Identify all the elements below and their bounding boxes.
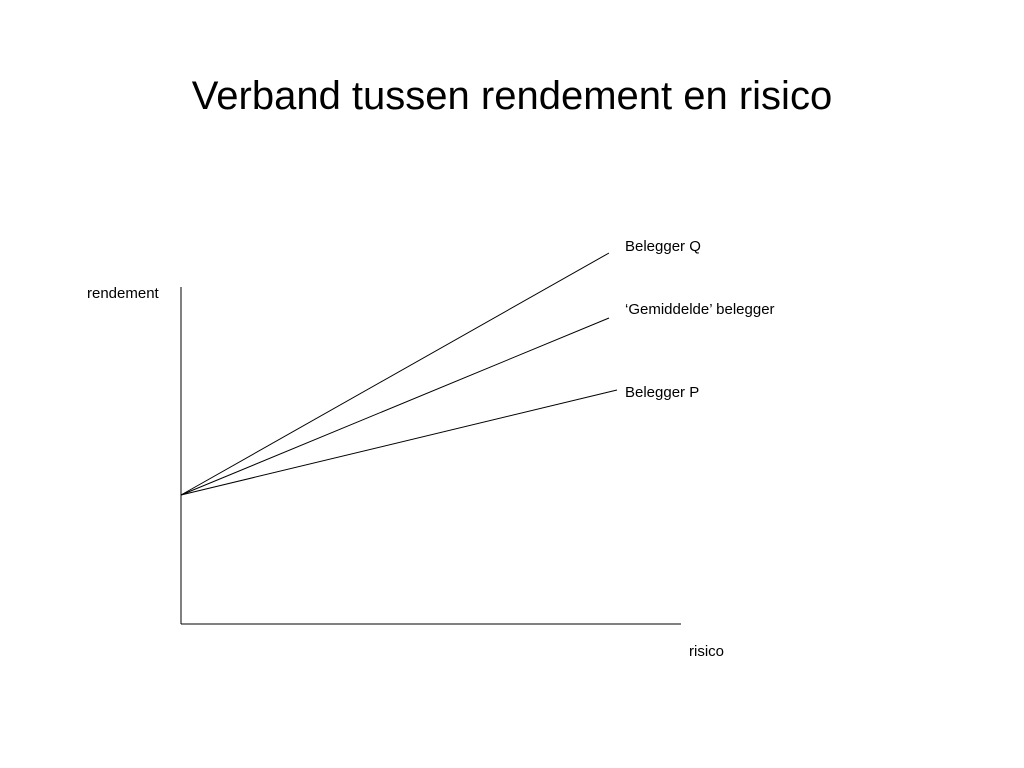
slide-title: Verband tussen rendement en risico bbox=[191, 74, 833, 118]
line-gemiddelde-belegger bbox=[180, 317, 610, 496]
line-belegger-q bbox=[180, 252, 610, 496]
line-belegger-p bbox=[180, 389, 618, 496]
line-label-gemiddelde-belegger: ‘Gemiddelde’ belegger bbox=[625, 301, 775, 318]
line-label-belegger-p: Belegger P bbox=[625, 384, 700, 401]
line-label-belegger-q: Belegger Q bbox=[625, 238, 701, 255]
x-axis-label: risico bbox=[689, 643, 725, 660]
y-axis-label: rendement bbox=[87, 285, 159, 302]
